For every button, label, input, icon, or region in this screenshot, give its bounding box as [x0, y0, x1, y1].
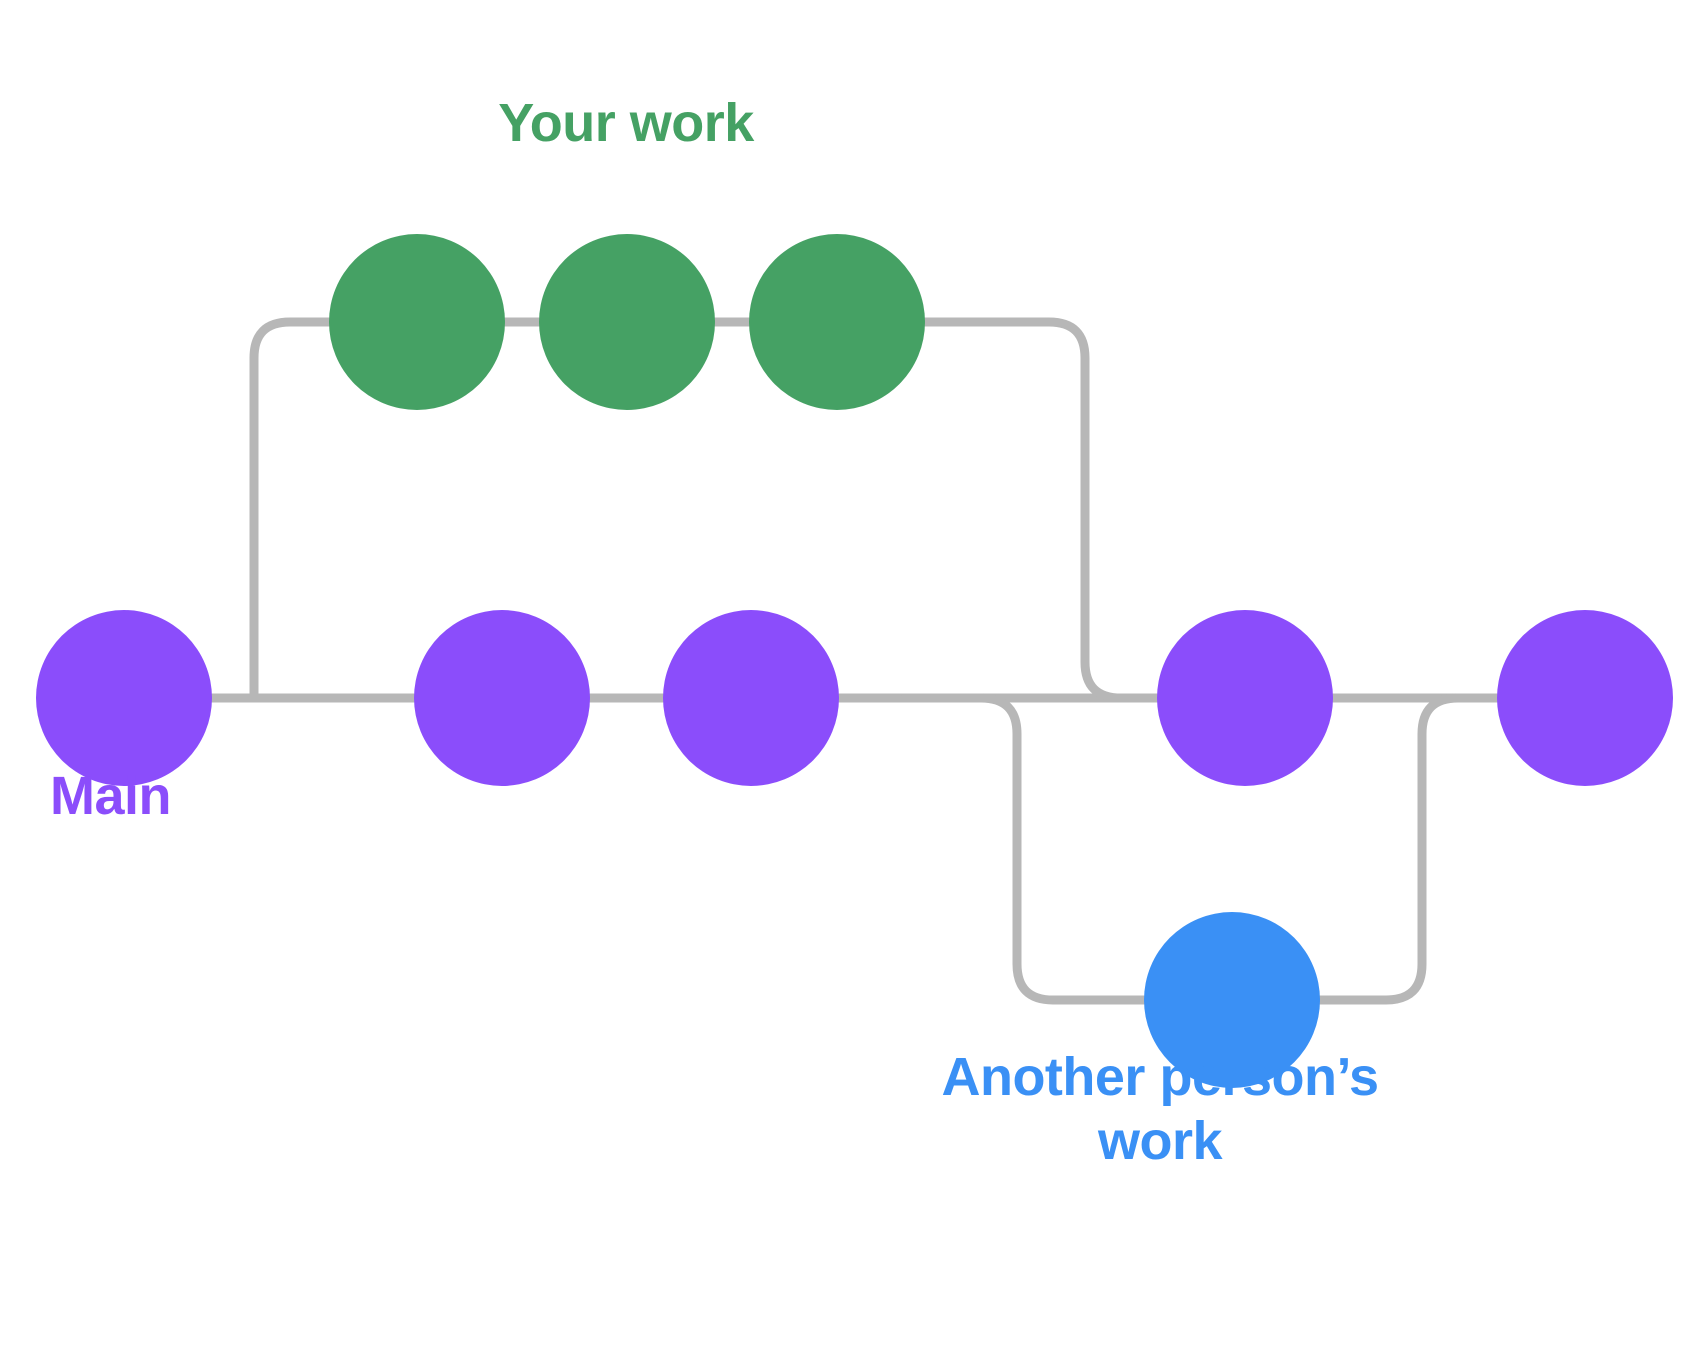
- branch-label-main: Main: [50, 766, 172, 826]
- commit-node-main-1[interactable]: [36, 610, 212, 786]
- commit-node-main-2[interactable]: [414, 610, 590, 786]
- branch-label-your-work: Your work: [498, 93, 754, 153]
- commit-node-main-5[interactable]: [1497, 610, 1673, 786]
- branch-label-another-person: Another person’s work: [941, 1047, 1379, 1171]
- commit-node-main-3[interactable]: [663, 610, 839, 786]
- edge-layer: [207, 317, 1502, 1005]
- commit-node-yours-2[interactable]: [539, 234, 715, 410]
- edge-merge-other: [1315, 693, 1502, 1005]
- commit-node-main-4[interactable]: [1157, 610, 1333, 786]
- edge-branch-out-your-work: [249, 317, 334, 703]
- commit-node-other-1[interactable]: [1144, 912, 1320, 1088]
- commit-node-yours-3[interactable]: [749, 234, 925, 410]
- edge-branch-out-other: [900, 693, 1149, 1005]
- node-layer: [36, 234, 1673, 1088]
- commit-node-yours-1[interactable]: [329, 234, 505, 410]
- edge-merge-your-work: [920, 317, 1162, 703]
